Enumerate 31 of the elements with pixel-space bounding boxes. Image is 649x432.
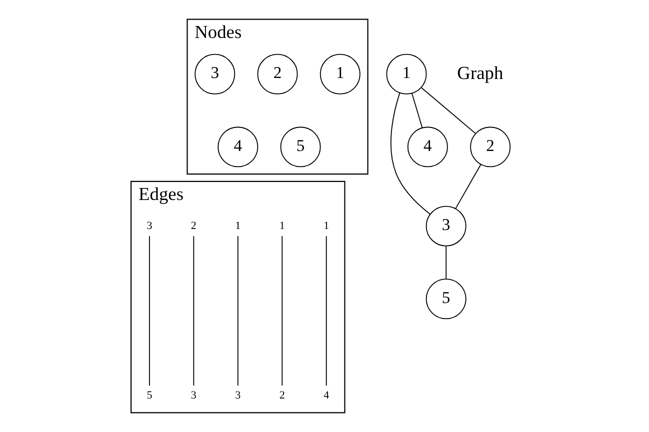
node-text: 3 — [235, 389, 241, 402]
node-text: 3 — [190, 389, 196, 402]
node-text: 1 — [235, 220, 241, 232]
connector — [390, 92, 431, 215]
node-text: 2 — [190, 220, 196, 232]
node-text: 1 — [324, 220, 330, 232]
node-circle: 5 — [426, 278, 466, 320]
node-text: 2 — [279, 389, 285, 402]
connector — [282, 236, 283, 386]
connector — [326, 236, 327, 386]
node-circle: 2 — [257, 54, 298, 94]
node-circle: 3 — [426, 206, 466, 246]
node-text: 3 — [146, 220, 152, 232]
node-circle: 1 — [386, 54, 427, 94]
connector — [237, 236, 238, 386]
node-circle: 3 — [194, 54, 236, 94]
node-text: 4 — [324, 389, 330, 402]
connector — [455, 164, 482, 209]
node-circle: 4 — [407, 126, 448, 168]
node-circle: 1 — [320, 54, 360, 94]
node-text: 1 — [279, 220, 285, 232]
connector — [411, 92, 423, 128]
node-circle: 4 — [218, 126, 258, 168]
node-circle: 5 — [280, 126, 321, 168]
connector — [446, 246, 447, 280]
connector — [193, 236, 194, 386]
node-text: 5 — [146, 389, 152, 402]
connector — [421, 87, 476, 134]
node-circle: 2 — [470, 126, 511, 168]
label: Graph — [457, 62, 504, 83]
connector — [149, 236, 150, 386]
